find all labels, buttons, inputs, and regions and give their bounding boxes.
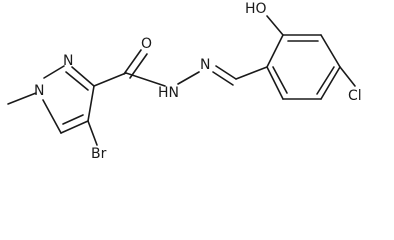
bond-ring-cl [339, 66, 356, 87]
bond-ring-1-2 [266, 34, 284, 68]
bond-c3-ccarbonyl [93, 72, 127, 87]
bond-c-o-b [129, 53, 148, 79]
atom-label-oh: HO [245, 1, 267, 17]
bond-ring-4-5 [320, 66, 341, 100]
bond-ring-3-4 [320, 34, 341, 68]
bond-nh-n [177, 71, 200, 85]
atom-label-nh: HN [158, 85, 179, 101]
atom-label-n-hydrazone: N [200, 57, 210, 73]
bond-ch-ring [235, 66, 268, 80]
bond-c-o-a [123, 49, 142, 75]
bond-c-nh [125, 72, 166, 87]
bond-n1-methyl [7, 92, 37, 105]
atom-label-n-ring1: N [34, 83, 44, 99]
bond-c4-br [87, 120, 98, 146]
bond-n-ch-a [215, 65, 237, 80]
bond-ring-6-1 [266, 66, 284, 100]
bond-ring-oh [266, 15, 284, 36]
bond-c5-n1 [42, 99, 62, 134]
bond-n2-c3-double [65, 71, 89, 91]
bond-ring-6-1-inner [272, 66, 288, 94]
atom-labels: O N N N HN HO Br Cl [34, 1, 362, 162]
atom-label-o-carbonyl: O [141, 36, 152, 52]
bond-n-ch-b [212, 71, 234, 86]
atom-label-cl: Cl [348, 88, 362, 104]
bond-c4-c5-double [62, 114, 84, 125]
atom-label-n-ring2: N [63, 53, 73, 69]
structure-diagram: O N N N HN HO Br Cl [7, 1, 362, 162]
molecule-svg: O N N N HN HO Br Cl [7, 1, 362, 162]
bonds [7, 15, 356, 146]
bond-c3-c4 [87, 85, 95, 122]
bond-n1-n2 [43, 65, 65, 79]
bond-ring-4-5-inner [316, 66, 335, 95]
bond-c4-c5 [60, 120, 89, 134]
atom-label-br: Br [91, 146, 107, 162]
bond-n2-c3 [71, 66, 95, 87]
